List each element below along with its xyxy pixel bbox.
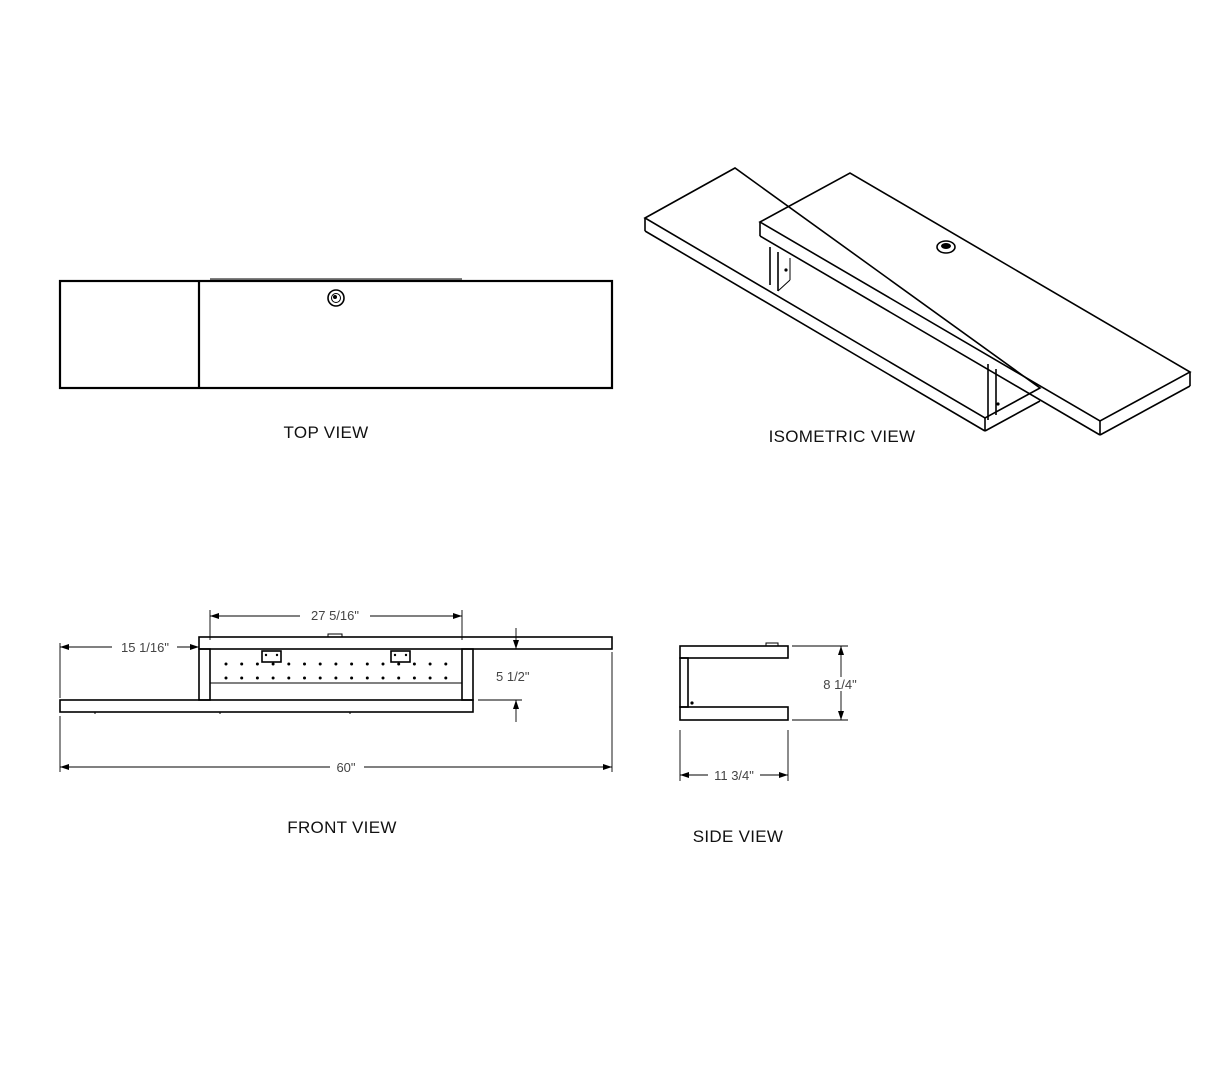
mounting-hole (365, 676, 369, 680)
mounting-hole (428, 676, 432, 680)
side-view-label: SIDE VIEW (693, 827, 784, 846)
mounting-hole (318, 662, 322, 666)
grommet-hole-icon (327, 289, 345, 307)
mounting-hole (303, 662, 306, 666)
mounting-hole (334, 662, 338, 666)
mounting-hole (255, 662, 259, 666)
mounting-hole (412, 662, 416, 666)
front-lower-shelf (59, 699, 474, 713)
mounting-hole (397, 676, 401, 680)
iso-lower-shelf (643, 167, 1042, 432)
isometric-view-label: ISOMETRIC VIEW (769, 427, 916, 446)
dim-shelf-gap: 5 1/2" (478, 628, 612, 722)
mounting-hole (444, 676, 448, 680)
dim-overall-height: 8 1/4" (792, 645, 862, 721)
dim-overall-width: 60" (59, 652, 613, 775)
front-view: 27 5/16" 15 1/16" 5 1/2" (59, 608, 613, 837)
top-view-outline (58, 279, 614, 390)
front-left-panel (198, 648, 211, 701)
mounting-hole (240, 662, 244, 666)
mounting-hole (381, 676, 385, 680)
mounting-hole (444, 662, 448, 666)
mounting-hole (428, 662, 432, 666)
mounting-hole (303, 676, 306, 680)
front-upper-shelf (198, 636, 613, 650)
dim-depth: 11 3/4" (679, 730, 789, 783)
isometric-view: ISOMETRIC VIEW (643, 167, 1192, 446)
grommet-hole-icon (936, 240, 956, 254)
front-view-label: FRONT VIEW (287, 818, 396, 837)
svg-text:27 5/16": 27 5/16" (311, 608, 359, 623)
mounting-hole (334, 676, 338, 680)
side-upper-shelf (679, 645, 789, 659)
side-lower-shelf (679, 706, 789, 721)
top-view-label: TOP VIEW (284, 423, 369, 442)
svg-text:11 3/4": 11 3/4" (714, 768, 754, 783)
mounting-hole (224, 662, 228, 666)
svg-text:5 1/2": 5 1/2" (496, 669, 530, 684)
mounting-hole (318, 676, 322, 680)
mounting-hole (412, 676, 416, 680)
svg-text:8 1/4": 8 1/4" (823, 677, 857, 692)
svg-text:15 1/16": 15 1/16" (121, 640, 169, 655)
mounting-hole (240, 676, 244, 680)
side-view: 8 1/4" 11 3/4" SIDE VIEW (679, 642, 862, 846)
bracket-icon (390, 650, 411, 663)
bracket-icon (261, 650, 282, 663)
mounting-hole (365, 662, 369, 666)
mounting-hole (255, 676, 259, 680)
mounting-hole (271, 662, 275, 666)
mounting-hole (350, 662, 354, 666)
mounting-hole (224, 676, 228, 680)
mounting-hole (287, 676, 291, 680)
iso-uprights (769, 247, 1000, 420)
dim-upper-shelf-span: 27 5/16" (209, 608, 463, 640)
mounting-hole (271, 676, 275, 680)
side-grommet (765, 642, 779, 647)
top-view: TOP VIEW (58, 278, 614, 442)
mounting-hole (397, 662, 401, 666)
dim-left-offset: 15 1/16" (59, 640, 200, 698)
front-upper-grommet (327, 633, 343, 638)
mounting-holes (224, 662, 448, 680)
mounting-hole (287, 662, 291, 666)
mounting-hole (381, 662, 385, 666)
side-panel (679, 657, 689, 708)
mounting-hole (350, 676, 354, 680)
svg-text:60": 60" (336, 760, 355, 775)
iso-upper-shelf (758, 172, 1192, 436)
front-right-panel (461, 648, 474, 701)
